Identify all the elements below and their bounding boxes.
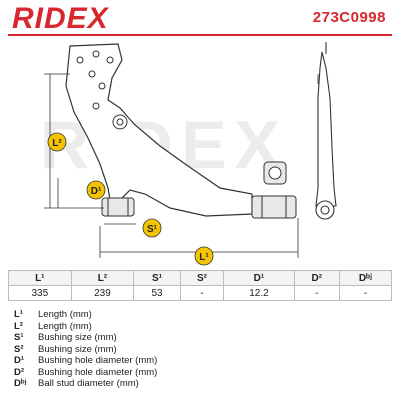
col-D2-header: D²: [293, 270, 340, 286]
legend-item: L¹ Length (mm): [14, 309, 390, 321]
legend-item: Dᵇʲ Ball stud diameter (mm): [14, 378, 390, 390]
technical-drawing: RIDEX: [40, 42, 337, 266]
part-number: 273C0998: [312, 9, 386, 26]
col-S2-header: S²: [179, 270, 225, 286]
control-arm: [65, 43, 253, 217]
col-D1-header: D¹: [223, 270, 295, 286]
legend-symbol: S¹: [14, 332, 24, 344]
specs-value-row: 335 239 53 - 12.2 - -: [8, 285, 393, 301]
legend-item: D² Bushing hole diameter (mm): [14, 367, 390, 379]
legend-item: S² Bushing size (mm): [14, 344, 390, 356]
value-D2: -: [293, 285, 340, 301]
value-S2: -: [179, 285, 225, 301]
legend-text: Bushing hole diameter (mm): [38, 355, 158, 367]
specs-table: L¹ L² S¹ S² D¹ D² Dᵇʲ 335 239 53 - 12.2 …: [8, 270, 393, 301]
bushing-right: [251, 161, 297, 219]
legend-text: Length (mm): [38, 320, 92, 332]
mounting-holes: [76, 50, 128, 130]
ridex-logo: RIDEX: [12, 2, 110, 34]
legend-symbol: L²: [14, 320, 23, 332]
legend-symbol: D¹: [14, 355, 25, 367]
legend-text: Length (mm): [38, 309, 92, 321]
legend-item: S¹ Bushing size (mm): [14, 332, 390, 344]
legend-text: Bushing hole diameter (mm): [38, 366, 158, 378]
col-Dbj-header: Dᵇʲ: [338, 270, 393, 286]
value-Dbj: -: [338, 285, 393, 301]
value-D1: 12.2: [223, 285, 295, 301]
col-L1-header: L¹: [8, 270, 72, 286]
label-D1: D¹: [86, 180, 106, 200]
col-S1-header: S¹: [133, 270, 181, 286]
legend-symbol: D²: [14, 366, 25, 378]
label-L2-text: L²: [52, 138, 62, 149]
label-S1: S¹: [142, 218, 162, 238]
value-S1: 53: [133, 285, 181, 301]
label-D1-text: D¹: [91, 186, 102, 197]
bushing-left: [101, 197, 135, 217]
legend: L¹ Length (mm) L² Length (mm) S¹ Bushing…: [14, 309, 390, 390]
label-L2: L²: [47, 132, 67, 152]
side-view: [315, 42, 337, 220]
label-S1-text: S¹: [147, 224, 158, 235]
value-L2: 239: [70, 285, 135, 301]
value-L1: 335: [8, 285, 72, 301]
header: RIDEX 273C0998: [0, 0, 400, 36]
legend-text: Bushing size (mm): [38, 332, 117, 344]
label-L1: L¹: [194, 246, 214, 266]
legend-item: D¹ Bushing hole diameter (mm): [14, 355, 390, 367]
specs-header-row: L¹ L² S¹ S² D¹ D² Dᵇʲ: [8, 270, 393, 286]
col-L2-header: L²: [70, 270, 135, 286]
legend-symbol: S²: [14, 343, 24, 355]
svg-text:RIDEX: RIDEX: [12, 2, 110, 34]
legend-text: Ball stud diameter (mm): [38, 378, 139, 390]
legend-symbol: L¹: [14, 309, 23, 321]
legend-text: Bushing size (mm): [38, 343, 117, 355]
legend-symbol: Dᵇʲ: [14, 378, 27, 390]
legend-item: L² Length (mm): [14, 321, 390, 333]
label-L1-text: L¹: [199, 252, 209, 263]
header-divider: [8, 34, 392, 36]
